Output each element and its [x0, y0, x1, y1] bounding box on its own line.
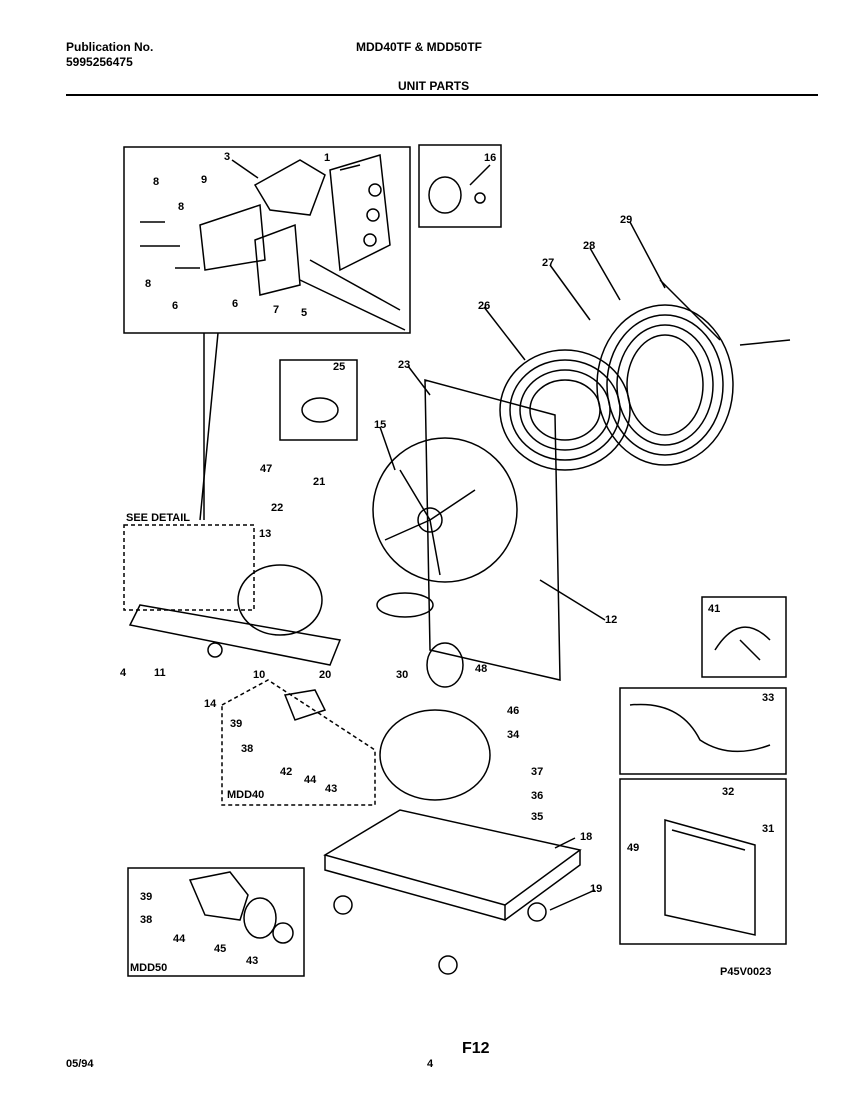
callout-number: 12	[605, 614, 618, 626]
callout-number: 18	[580, 831, 593, 843]
footer-page-number: 4	[427, 1058, 434, 1070]
callout-number: 37	[531, 766, 544, 778]
mdd40-group	[221, 679, 376, 806]
mdd40-label: MDD40	[227, 789, 265, 801]
callout-number: 22	[271, 502, 284, 514]
callout-number: 41	[708, 603, 721, 615]
base-pan	[323, 809, 582, 906]
capacitor-detail-frame	[279, 359, 358, 441]
compressor	[379, 709, 491, 801]
callout-number: 33	[762, 692, 775, 704]
callout-number: 6	[232, 298, 239, 310]
callout-number: 43	[246, 955, 259, 967]
callout-number: 44	[304, 774, 317, 786]
callout-number: 7	[273, 304, 280, 316]
callout-number: 8	[178, 201, 185, 213]
clamp-detail-frame	[418, 144, 502, 228]
detail-frame	[123, 146, 411, 334]
remote-detail-frame	[619, 778, 787, 945]
callout-number: 15	[374, 419, 387, 431]
callout-number: 39	[140, 891, 153, 903]
callout-number: 21	[313, 476, 326, 488]
exhaust-hose	[499, 349, 631, 471]
callout-number: 25	[333, 361, 346, 373]
fan-motor	[237, 564, 323, 636]
callout-number: 14	[204, 698, 217, 710]
callout-number: 49	[627, 842, 640, 854]
see-detail-box	[123, 524, 255, 611]
callout-number: 46	[507, 705, 520, 717]
header-rule	[66, 94, 818, 96]
drawing-code: P45V0023	[720, 966, 772, 978]
mdd50-label: MDD50	[130, 962, 168, 974]
callout-number: 45	[214, 943, 227, 955]
callout-number: 5	[301, 307, 308, 319]
callout-number: 26	[478, 300, 491, 312]
cord-detail-frame	[701, 596, 787, 678]
callout-number: 38	[140, 914, 153, 926]
callout-number: 29	[620, 214, 633, 226]
publication-number: 5995256475	[66, 55, 133, 69]
publication-label: Publication No.	[66, 40, 154, 54]
callout-number: 11	[154, 667, 166, 679]
callout-number: 10	[253, 669, 266, 681]
callout-number: 4	[120, 667, 127, 679]
model-numbers: MDD40TF & MDD50TF	[356, 40, 483, 54]
footer-page-code: F12	[462, 1040, 490, 1057]
callout-number: 1	[324, 152, 331, 164]
callout-number: 23	[398, 359, 411, 371]
callout-number: 6	[172, 300, 179, 312]
callout-number: 16	[484, 152, 497, 164]
callout-number: 3	[224, 151, 231, 163]
accumulator	[426, 642, 464, 688]
callout-number: 42	[280, 766, 293, 778]
callout-number: 44	[173, 933, 186, 945]
callout-number: 8	[153, 176, 160, 188]
callout-number: 27	[542, 257, 555, 269]
fan-shroud	[424, 379, 561, 681]
callout-number: 35	[531, 811, 544, 823]
callout-number: 30	[396, 669, 409, 681]
callout-number: 8	[145, 278, 152, 290]
footer-date: 05/94	[66, 1058, 94, 1070]
mdd50-frame	[127, 867, 305, 977]
callout-number: 34	[507, 729, 520, 741]
callout-number: 9	[201, 174, 208, 186]
condenser-fan	[372, 437, 518, 583]
callout-number: 36	[531, 790, 544, 802]
intake-hose	[596, 304, 734, 466]
mounting-bracket	[128, 604, 342, 666]
callout-number: 31	[762, 823, 775, 835]
see-detail-label: SEE DETAIL	[126, 512, 190, 524]
callout-number: 38	[241, 743, 254, 755]
callout-number: 20	[319, 669, 332, 681]
harness-detail-frame	[619, 687, 787, 775]
callout-number: 32	[722, 786, 735, 798]
callout-number: 19	[590, 883, 603, 895]
callout-number: 28	[583, 240, 596, 252]
callout-number: 47	[260, 463, 273, 475]
callout-number: 48	[475, 663, 488, 675]
callout-number: 13	[259, 528, 272, 540]
callout-number: 43	[325, 783, 338, 795]
callout-number: 39	[230, 718, 243, 730]
section-title: UNIT PARTS	[398, 79, 470, 93]
